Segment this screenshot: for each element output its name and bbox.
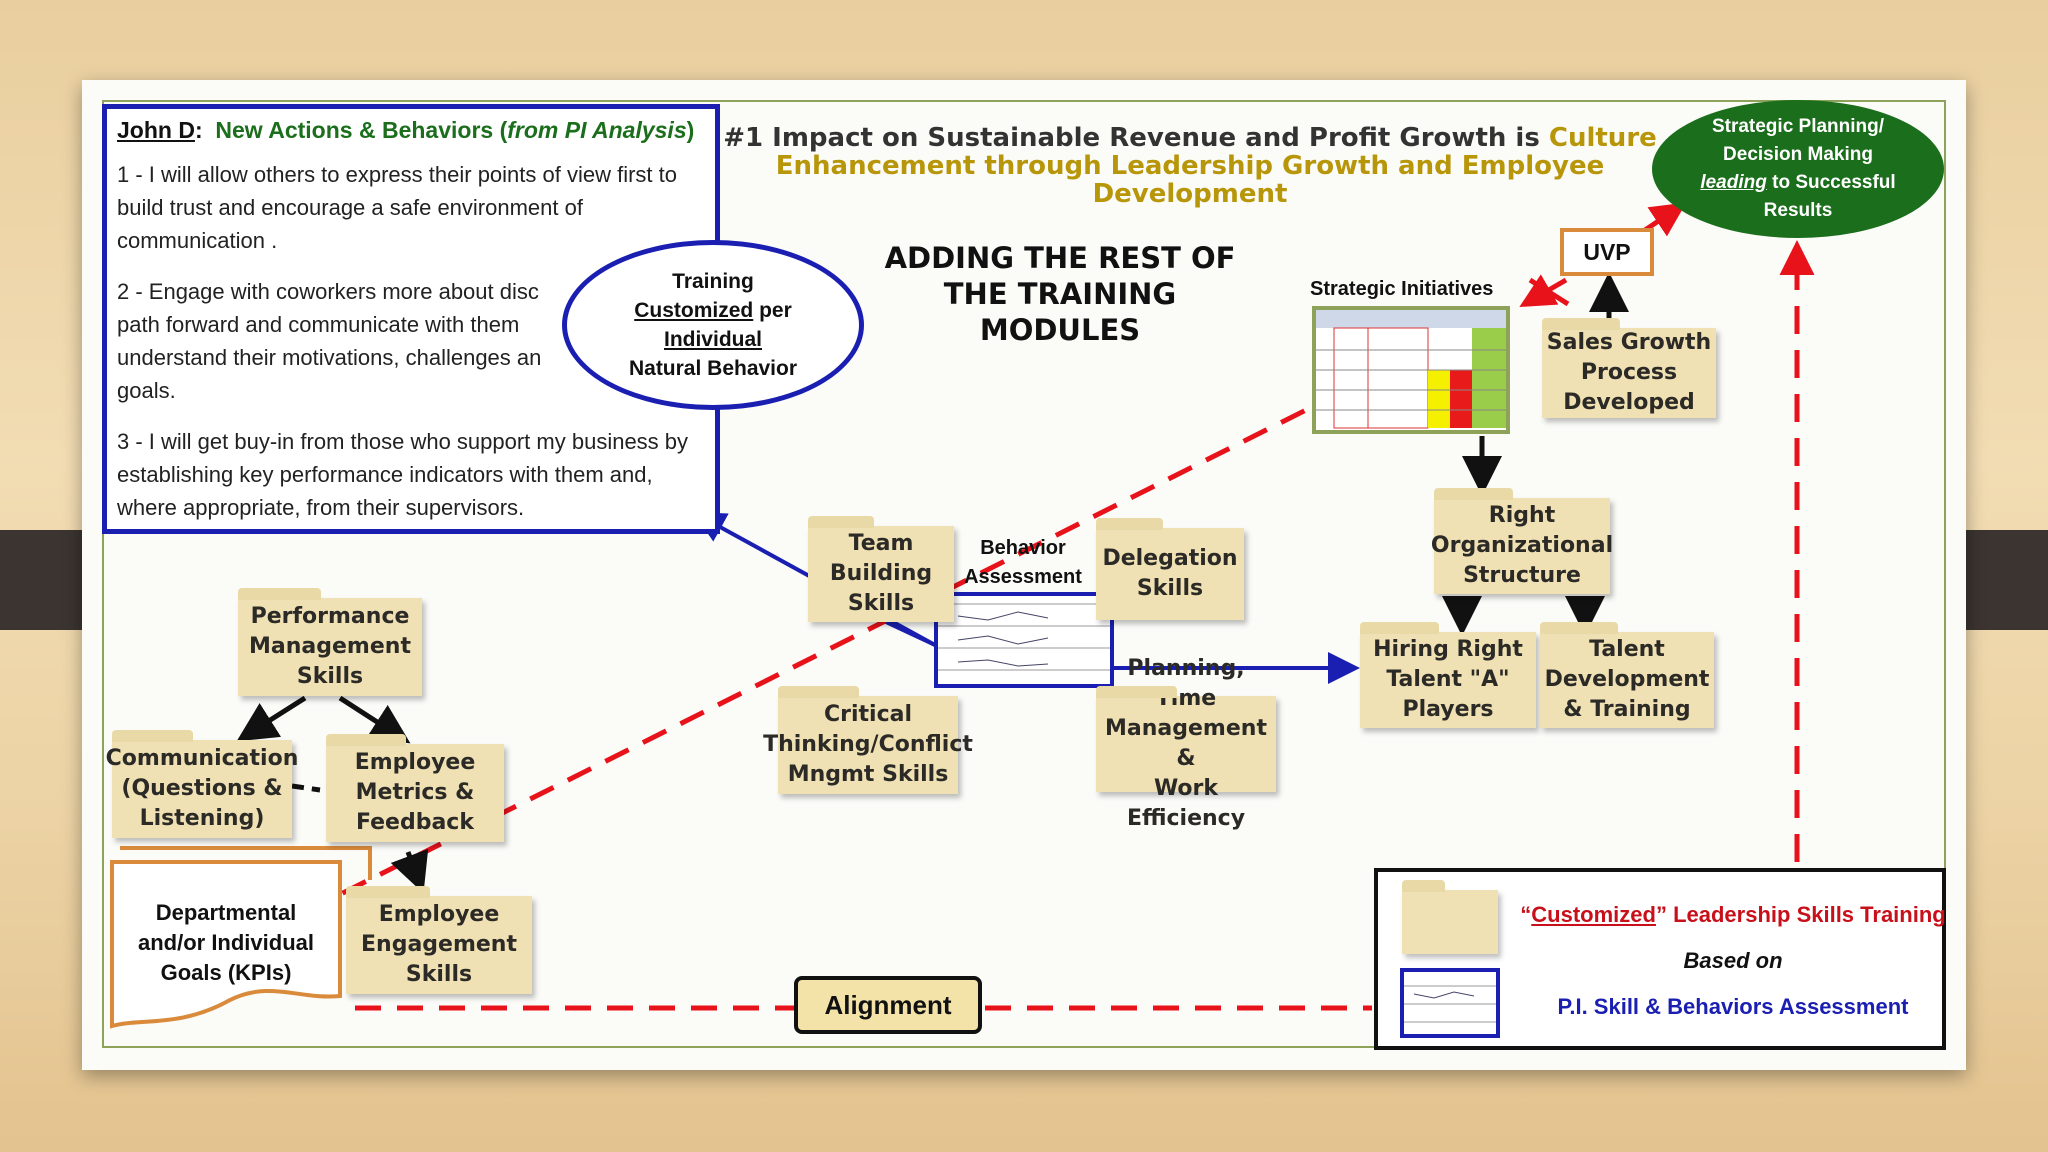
infobox-title-italic: from PI Analysis [507, 117, 687, 143]
legend-pi-assessment: P.I. Skill & Behaviors Assessment [1557, 994, 1909, 1019]
oval-line4: Results [1763, 200, 1833, 221]
strategic-planning-oval: Strategic Planning/ Decision Making lead… [1652, 100, 1944, 238]
folder-employee-metrics: Employee Metrics & Feedback [326, 734, 504, 842]
folder-performance-management: Performance Management Skills [238, 588, 422, 696]
heading-line1: ADDING THE REST OF [884, 241, 1236, 275]
legend-folder-swatch [1402, 880, 1498, 954]
training-customized-ellipse: Training Customized per Individual Natur… [562, 240, 864, 410]
black-dash-comm-metrics [291, 783, 321, 793]
oval-line3-rest: to Successful [1766, 172, 1896, 193]
infobox-title-close: ) [686, 117, 695, 143]
oval-line2: Decision Making [1723, 144, 1873, 165]
section-heading: ADDING THE REST OF THE TRAINING MODULES [880, 240, 1240, 348]
title-line2: Enhancement through Leadership Growth an… [775, 151, 1605, 209]
legend-rest: Leadership Skills Training [1666, 902, 1946, 927]
slide-frame [102, 100, 1946, 1048]
folder-team-building: Team Building Skills [808, 516, 954, 622]
title-line1-highlight: Culture [1548, 123, 1657, 153]
black-arrow-perf-metrics [338, 695, 411, 744]
folder-planning-time-management: Planning, Time Management & Work Efficie… [1096, 656, 1276, 831]
alignment-button: Alignment [794, 976, 982, 1034]
page-title: #1 Impact on Sustainable Revenue and Pro… [700, 124, 1680, 208]
departmental-goals-label: Departmental and/or Individual Goals (KP… [137, 900, 314, 985]
oval-line3-underlined: leading [1700, 172, 1767, 193]
ellipse-line3-underlined: Individual [663, 328, 762, 351]
infobox-item-2: 2 - Engage with coworkers more about dis… [117, 279, 542, 403]
strategic-initiatives-label: Strategic Initiatives [1310, 278, 1494, 300]
ellipse-line2-rest: per [753, 299, 792, 322]
folder-right-organizational-structure: Right Organizational Structure [1431, 488, 1613, 594]
legend-customized: Customized [1531, 902, 1656, 927]
infobox-title-main: New Actions & Behaviors ( [215, 117, 508, 143]
strategic-initiatives-table [1312, 306, 1510, 434]
black-dash-metrics-engagement [390, 848, 429, 894]
folder-delegation: Delegation Skills [1096, 518, 1244, 620]
behavior-assessment-chart [934, 592, 1114, 688]
legend-assessment-swatch [1400, 968, 1500, 1038]
legend-box: “Customized” Leadership Skills Training … [1374, 868, 1946, 1050]
infobox-title: John D: New Actions & Behaviors (from PI… [117, 117, 695, 143]
folder-employee-engagement: Employee Engagement Skills [346, 886, 532, 994]
folder-sales-growth: Sales Growth Process Developed [1542, 318, 1716, 418]
infobox-item-1: 1 - I will allow others to express their… [117, 162, 677, 253]
ellipse-line4: Natural Behavior [628, 357, 798, 380]
legend-line1: “Customized” Leadership Skills Training [1520, 902, 1946, 927]
folder-hiring-right-talent: Hiring Right Talent "A" Players [1360, 622, 1536, 728]
folder-talent-development: Talent Development & Training [1540, 622, 1714, 728]
ellipse-line1: Training [672, 270, 754, 293]
infobox-item-3: 3 - I will get buy-in from those who sup… [117, 429, 689, 520]
heading-line2: THE TRAINING [943, 277, 1177, 311]
oval-line1: Strategic Planning/ [1711, 116, 1885, 137]
legend-based-on: Based on [1683, 948, 1783, 973]
black-arrow-perf-comm [236, 695, 307, 742]
folder-communication: Communication (Questions & Listening) [106, 730, 298, 838]
infobox-name: John D [117, 117, 195, 143]
goals-box-shape [110, 860, 342, 1029]
ellipse-line2-underlined: Customized [634, 299, 754, 322]
folder-critical-thinking: Critical Thinking/Conflict Mngmt Skills [763, 686, 973, 794]
blue-line-team [885, 620, 936, 647]
uvp-box: UVP [1560, 228, 1654, 276]
behavior-assessment-label: Behavior Assessment [964, 537, 1082, 588]
heading-line3: MODULES [979, 313, 1141, 347]
red-arrow-uvp-left [1519, 274, 1568, 308]
title-line1-prefix: #1 Impact on Sustainable Revenue and Pro… [723, 123, 1549, 153]
